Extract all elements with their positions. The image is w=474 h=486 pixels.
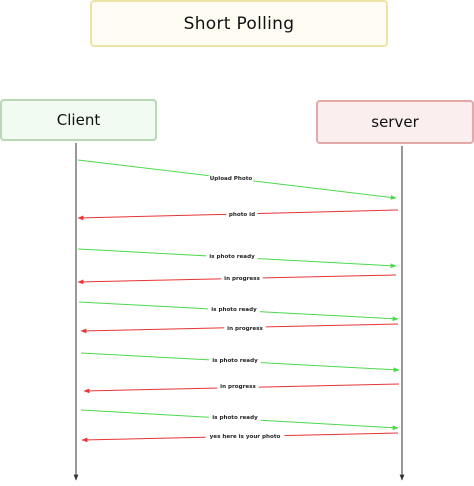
message-label-bg-1 (208, 175, 254, 182)
message-label-bg-9 (209, 414, 261, 421)
diagram-title: Short Polling (90, 0, 388, 47)
message-label-bg-10 (205, 433, 285, 440)
message-label-4: in progress (224, 276, 260, 282)
message-label-2: photo id (229, 212, 255, 218)
message-label-bg-2 (226, 211, 258, 218)
client-participant: Client (0, 99, 157, 141)
message-label-8: in progress (220, 384, 256, 390)
message-label-6: in progress (227, 326, 263, 332)
message-label-10: yes here is your photo (210, 434, 281, 440)
message-label-bg-3 (206, 253, 258, 260)
message-label-7: is photo ready (212, 358, 258, 364)
message-label-bg-6 (224, 325, 266, 332)
server-participant: server (316, 100, 474, 144)
message-label-bg-7 (209, 357, 261, 364)
message-label-bg-5 (208, 306, 260, 313)
message-label-5: is photo ready (211, 307, 257, 313)
message-label-1: Upload Photo (210, 176, 253, 182)
message-label-3: is photo ready (209, 254, 255, 260)
message-label-bg-8 (217, 383, 259, 390)
message-label-9: is photo ready (212, 415, 258, 421)
message-label-bg-4 (221, 275, 263, 282)
